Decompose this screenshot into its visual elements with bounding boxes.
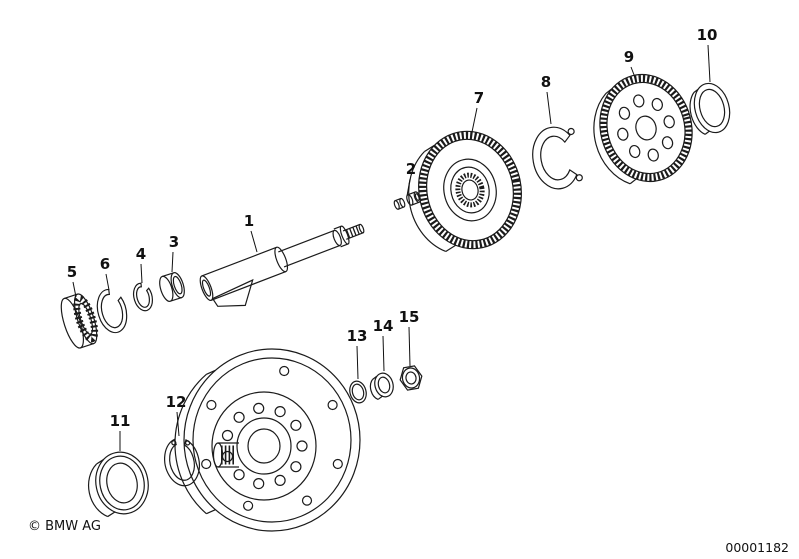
part-8-lock-clip <box>532 126 583 190</box>
part-label-3: 3 <box>169 233 179 251</box>
leader-line-12 <box>176 411 180 437</box>
leader-line-10 <box>707 44 711 83</box>
part-3-bushing <box>159 272 185 302</box>
part-label-13: 13 <box>347 327 368 345</box>
part-label-4: 4 <box>136 245 146 263</box>
part-15-nut <box>399 365 423 391</box>
part-14-spacer <box>369 372 394 400</box>
part-label-9: 9 <box>624 48 634 66</box>
part-13-washer <box>349 380 367 404</box>
part-label-6: 6 <box>100 255 110 273</box>
part-11-shaft-seal <box>87 451 149 518</box>
part-5-needle-bearing <box>60 293 99 349</box>
part-label-12: 12 <box>166 393 187 411</box>
leader-line-1 <box>250 230 258 253</box>
leader-line-8 <box>546 91 552 125</box>
part-label-7: 7 <box>474 89 484 107</box>
document-number: 00001182 <box>725 540 789 555</box>
part-7-drive-gear <box>408 130 522 253</box>
part-label-2: 2 <box>406 160 416 178</box>
part-1-shaft <box>199 223 365 307</box>
part-6-circlip <box>96 288 128 334</box>
part-9-driven-gear <box>593 73 693 185</box>
leader-line-3 <box>171 251 174 273</box>
part-label-15: 15 <box>399 308 420 326</box>
part-12-snap-ring <box>164 438 200 487</box>
part-labels: 1 2 3 4 5 6 7 8 9 10 11 12 13 14 15 <box>67 26 718 451</box>
part-label-14: 14 <box>373 317 394 335</box>
leader-line-15 <box>408 326 411 367</box>
leader-line-2 <box>406 178 411 197</box>
leader-line-7 <box>471 107 478 133</box>
part-4-snap-ring <box>132 282 153 312</box>
part-label-8: 8 <box>541 73 551 91</box>
part-label-5: 5 <box>67 263 77 281</box>
leader-line-13 <box>356 345 359 380</box>
copyright-text: © BMW AG <box>28 519 101 534</box>
leader-line-6 <box>105 273 110 291</box>
leader-line-4 <box>140 263 143 284</box>
leader-line-5 <box>72 281 77 298</box>
part-label-10: 10 <box>697 26 718 44</box>
housing-hub <box>211 391 317 501</box>
part-label-11: 11 <box>110 412 131 430</box>
part-10-seal-ring <box>689 82 731 135</box>
leader-line-9 <box>630 66 637 81</box>
part-label-1: 1 <box>244 212 254 230</box>
pump-housing <box>174 348 361 532</box>
leader-line-14 <box>382 335 385 372</box>
